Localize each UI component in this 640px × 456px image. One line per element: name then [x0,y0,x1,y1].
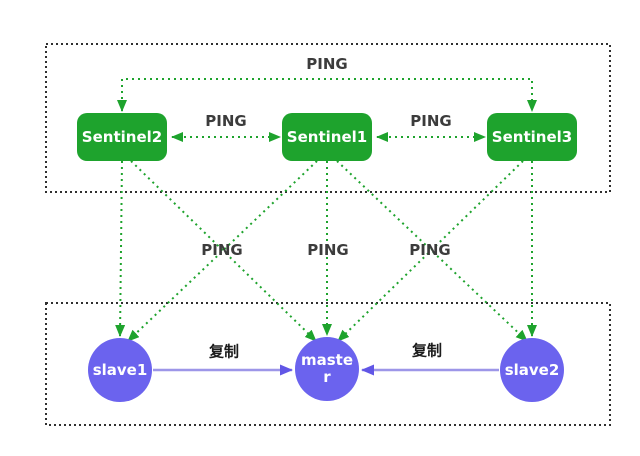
repl-label-left: 复制 [208,342,240,361]
sentinel-group-box [45,43,611,193]
sentinel-box-sentinel1: Sentinel1 [282,113,372,161]
edge-s3-master [337,160,524,342]
sentinel-box-sentinel3: Sentinel3 [487,113,577,161]
sentinel-label: Sentinel1 [286,128,368,146]
ping-label-mid-center: PING [307,241,349,259]
ping-label-s1-s3: PING [410,112,452,130]
edge-s1-slave1 [127,160,318,342]
ping-label-s2-s1: PING [205,112,247,130]
sentinel-label: Sentinel2 [81,128,163,146]
node-circle-slave1: slave1 [88,338,152,402]
redis-group-box [45,302,611,426]
edge-s2-slave1 [115,160,126,337]
sentinel-box-sentinel2: Sentinel2 [77,113,167,161]
node-circle-slave2: slave2 [500,338,564,402]
repl-label-right: 复制 [411,341,443,360]
node-label: master [300,350,354,386]
sentinel-label: Sentinel3 [491,128,573,146]
node-label: slave1 [92,361,148,379]
edge-s2-master [130,160,317,342]
ping-label-mid-right: PING [409,241,451,259]
node-circle-master: master [295,337,359,401]
ping-label-mid-left: PING [201,241,243,259]
edge-ping-top [117,78,537,112]
edge-s1-slave2 [336,160,528,342]
node-label: slave2 [504,361,560,379]
ping-label-top: PING [306,55,348,73]
